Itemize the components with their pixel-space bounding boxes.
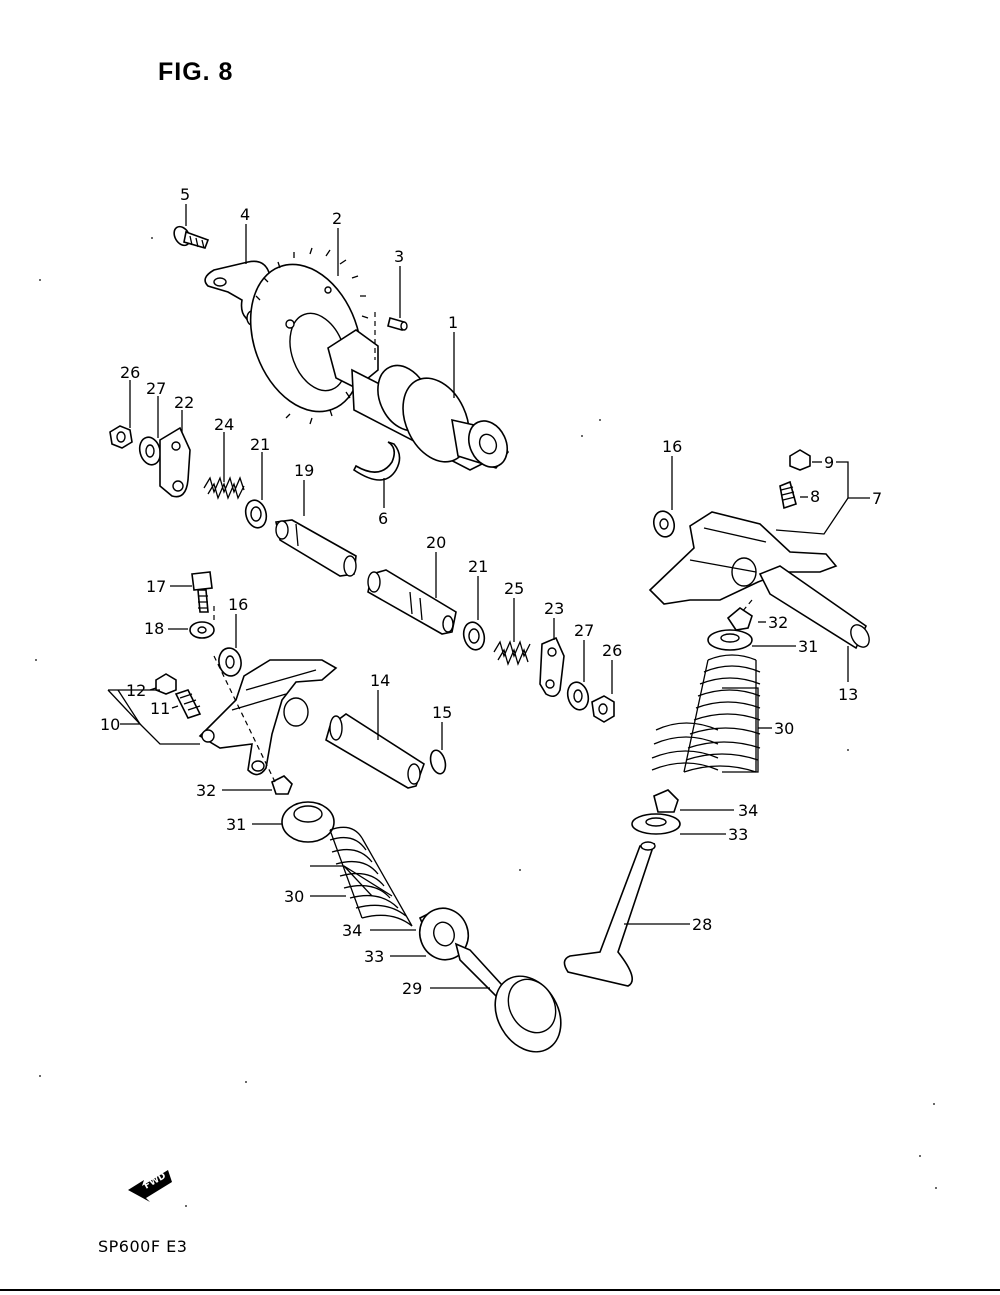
callout-25: 25 [504, 579, 524, 598]
part-nut-26a [109, 425, 133, 449]
part-rocker-shaft-19 [275, 519, 357, 577]
callout-27b: 27 [574, 621, 594, 640]
part-rocker-shaft-13 [758, 565, 870, 650]
part-spring-25 [493, 640, 531, 666]
callout-28: 28 [692, 915, 712, 934]
part-bolt-5 [173, 225, 210, 249]
callout-14: 14 [370, 671, 390, 690]
callout-32a: 32 [196, 781, 216, 800]
part-valve-28 [563, 841, 656, 987]
part-seat-33b [631, 813, 681, 835]
part-nut-26b [591, 695, 615, 723]
part-seal-34b [653, 789, 679, 813]
callout-15: 15 [432, 703, 452, 722]
callout-16b: 16 [228, 595, 248, 614]
part-washer-21a [244, 499, 268, 529]
callout-31a: 31 [226, 815, 246, 834]
part-stopper-23 [539, 636, 565, 698]
callout-9: 9 [824, 453, 834, 472]
part-cotter-32b [726, 607, 753, 631]
part-nut-9 [789, 449, 811, 471]
part-valve-29 [454, 942, 562, 1053]
callout-26b: 26 [602, 641, 622, 660]
part-retainer-31b [707, 629, 753, 651]
part-circlip-6 [352, 441, 401, 481]
part-rocker-arm-10 [198, 659, 338, 776]
callout-3: 3 [394, 247, 404, 266]
part-seat-33a [418, 907, 470, 961]
model-code: SP600F E3 [98, 1237, 188, 1256]
part-rocker-shaft-20 [367, 569, 457, 635]
callout-30b: 30 [774, 719, 794, 738]
scan-specks [35, 237, 937, 1207]
part-spring-outer-30b [651, 654, 761, 773]
callout-6: 6 [378, 509, 388, 528]
callout-19: 19 [294, 461, 314, 480]
callout-11: 11 [150, 699, 170, 718]
callout-21a: 21 [250, 435, 270, 454]
part-washer-21b [462, 621, 486, 651]
callout-33a: 33 [364, 947, 384, 966]
callout-24: 24 [214, 415, 234, 434]
part-spring-24 [203, 476, 245, 500]
fwd-arrow-icon: FWD [128, 1170, 172, 1202]
part-washer-27a [138, 436, 162, 466]
callout-26a: 26 [120, 363, 140, 382]
part-cotter-32a [271, 775, 293, 795]
callout-29: 29 [402, 979, 422, 998]
part-pin-3 [387, 317, 408, 331]
part-bolt-17 [191, 571, 213, 613]
callout-16a: 16 [662, 437, 682, 456]
callout-32b: 32 [768, 613, 788, 632]
bottom-rule [0, 1289, 1000, 1291]
callout-34a: 34 [342, 921, 362, 940]
part-rocker-shaft-14 [325, 713, 425, 789]
callout-27a: 27 [146, 379, 166, 398]
part-washer-16b [218, 647, 242, 677]
assembly-dash-lines [213, 312, 753, 785]
part-nut-12 [155, 673, 177, 695]
callout-33b: 33 [728, 825, 748, 844]
part-rocker-arm-7 [648, 511, 838, 605]
callout-31b: 31 [798, 637, 818, 656]
part-spring-30a [329, 826, 413, 927]
part-cam-sprocket-2 [249, 247, 369, 425]
figure-title: FIG. 8 [158, 58, 234, 86]
part-stopper-22 [159, 426, 191, 498]
callout-1: 1 [448, 313, 458, 332]
part-washer-18 [189, 621, 215, 639]
part-washer-27b [566, 681, 590, 711]
part-washer-16a [652, 510, 676, 538]
callout-22: 22 [174, 393, 194, 412]
callout-18: 18 [144, 619, 164, 638]
callout-labels: 5 4 2 3 1 26 27 22 24 21 19 6 16 9 8 7 2… [100, 185, 882, 998]
part-adjuster-8 [779, 480, 797, 510]
callout-2: 2 [332, 209, 342, 228]
callout-34b: 34 [738, 801, 758, 820]
part-adjuster-11 [174, 689, 202, 719]
part-o-ring-15 [429, 749, 447, 775]
leader-lines [107, 204, 870, 989]
callout-10: 10 [100, 715, 120, 734]
callout-7: 7 [872, 489, 882, 508]
callout-23: 23 [544, 599, 564, 618]
callout-20: 20 [426, 533, 446, 552]
part-camshaft-1 [327, 329, 509, 471]
callout-17: 17 [146, 577, 166, 596]
callout-21b: 21 [468, 557, 488, 576]
part-retainer-31a [281, 801, 335, 843]
callout-12: 12 [126, 681, 146, 700]
callout-5: 5 [180, 185, 190, 204]
callout-4: 4 [240, 205, 250, 224]
callout-8: 8 [810, 487, 820, 506]
callout-13: 13 [838, 685, 858, 704]
callout-30a: 30 [284, 887, 304, 906]
